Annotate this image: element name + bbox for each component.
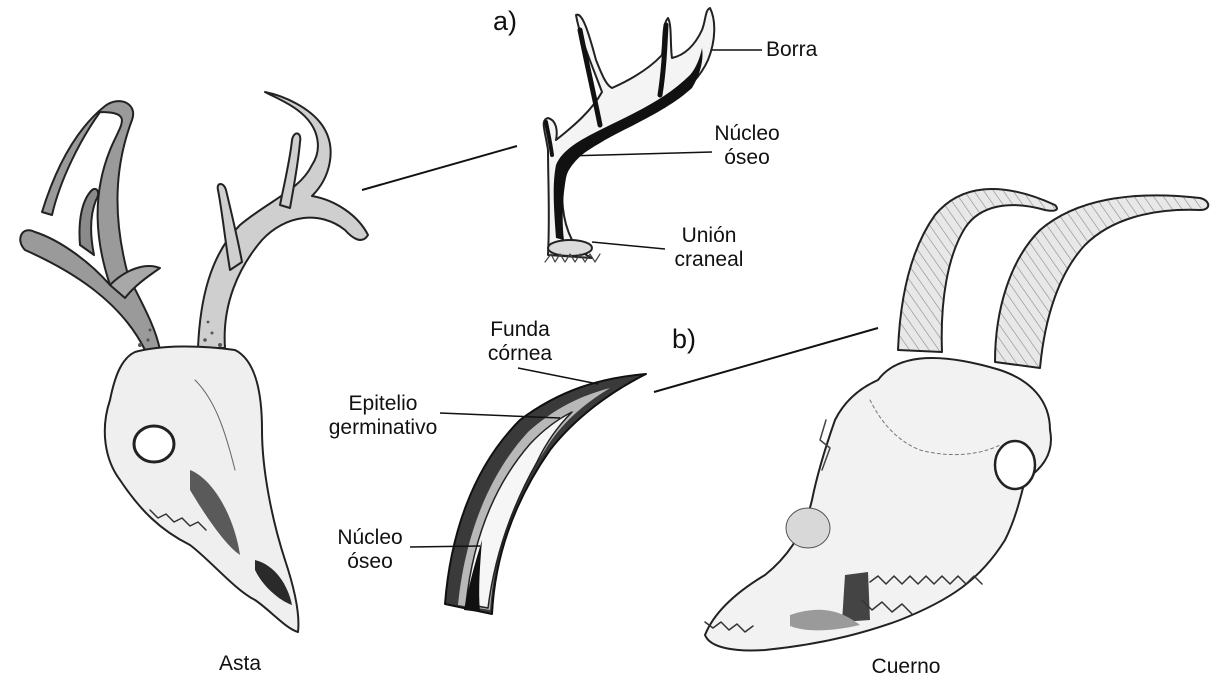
goat-skull-outline bbox=[705, 358, 1051, 650]
panel-b-label: b) bbox=[672, 324, 696, 354]
label-nucleo-oseo-b: Núcleo óseo bbox=[330, 526, 410, 574]
panel-a-label: a) bbox=[493, 6, 517, 36]
leader-nucleo-b bbox=[410, 546, 480, 547]
label-nucleo-oseo-b-line2: óseo bbox=[330, 550, 410, 574]
leader-union-craneal bbox=[592, 242, 665, 249]
label-nucleo-oseo-a: Núcleo óseo bbox=[712, 122, 782, 170]
leader-funda bbox=[518, 368, 598, 384]
goat-tooth-gap-shade bbox=[842, 572, 870, 622]
deer-antler-right bbox=[198, 92, 368, 348]
leader-nucleo-a bbox=[566, 152, 712, 156]
label-funda-cornea-line2: córnea bbox=[480, 342, 560, 366]
goat-frontal-patch bbox=[786, 508, 830, 548]
label-union-craneal-line2: craneal bbox=[666, 248, 752, 272]
goat-eye-socket bbox=[995, 441, 1035, 489]
goat-skull-illustration bbox=[705, 189, 1208, 650]
label-borra: Borra bbox=[766, 38, 817, 62]
label-funda-cornea-line1: Funda bbox=[480, 318, 560, 342]
label-epitelio-germinativo-line2: germinativo bbox=[322, 416, 444, 440]
antler-section-outline bbox=[544, 8, 715, 258]
label-nucleo-oseo-a-line1: Núcleo bbox=[712, 122, 782, 146]
label-union-craneal-line1: Unión bbox=[666, 224, 752, 248]
label-nucleo-oseo-a-line2: óseo bbox=[712, 146, 782, 170]
caption-cuerno: Cuerno bbox=[856, 655, 956, 679]
goat-horn-right bbox=[995, 195, 1208, 368]
label-epitelio-germinativo-line1: Epitelio bbox=[322, 392, 444, 416]
label-union-craneal: Unión craneal bbox=[666, 224, 752, 272]
deer-eye-socket bbox=[134, 426, 174, 462]
label-epitelio-germinativo: Epitelio germinativo bbox=[322, 392, 444, 440]
deer-antler-left bbox=[20, 101, 160, 350]
caption-asta: Asta bbox=[200, 652, 280, 676]
label-nucleo-oseo-b-line1: Núcleo bbox=[330, 526, 410, 550]
deer-skull-illustration bbox=[20, 92, 368, 632]
leader-antler-to-section bbox=[362, 146, 517, 190]
label-funda-cornea: Funda córnea bbox=[480, 318, 560, 366]
horn-cross-section bbox=[445, 374, 646, 614]
